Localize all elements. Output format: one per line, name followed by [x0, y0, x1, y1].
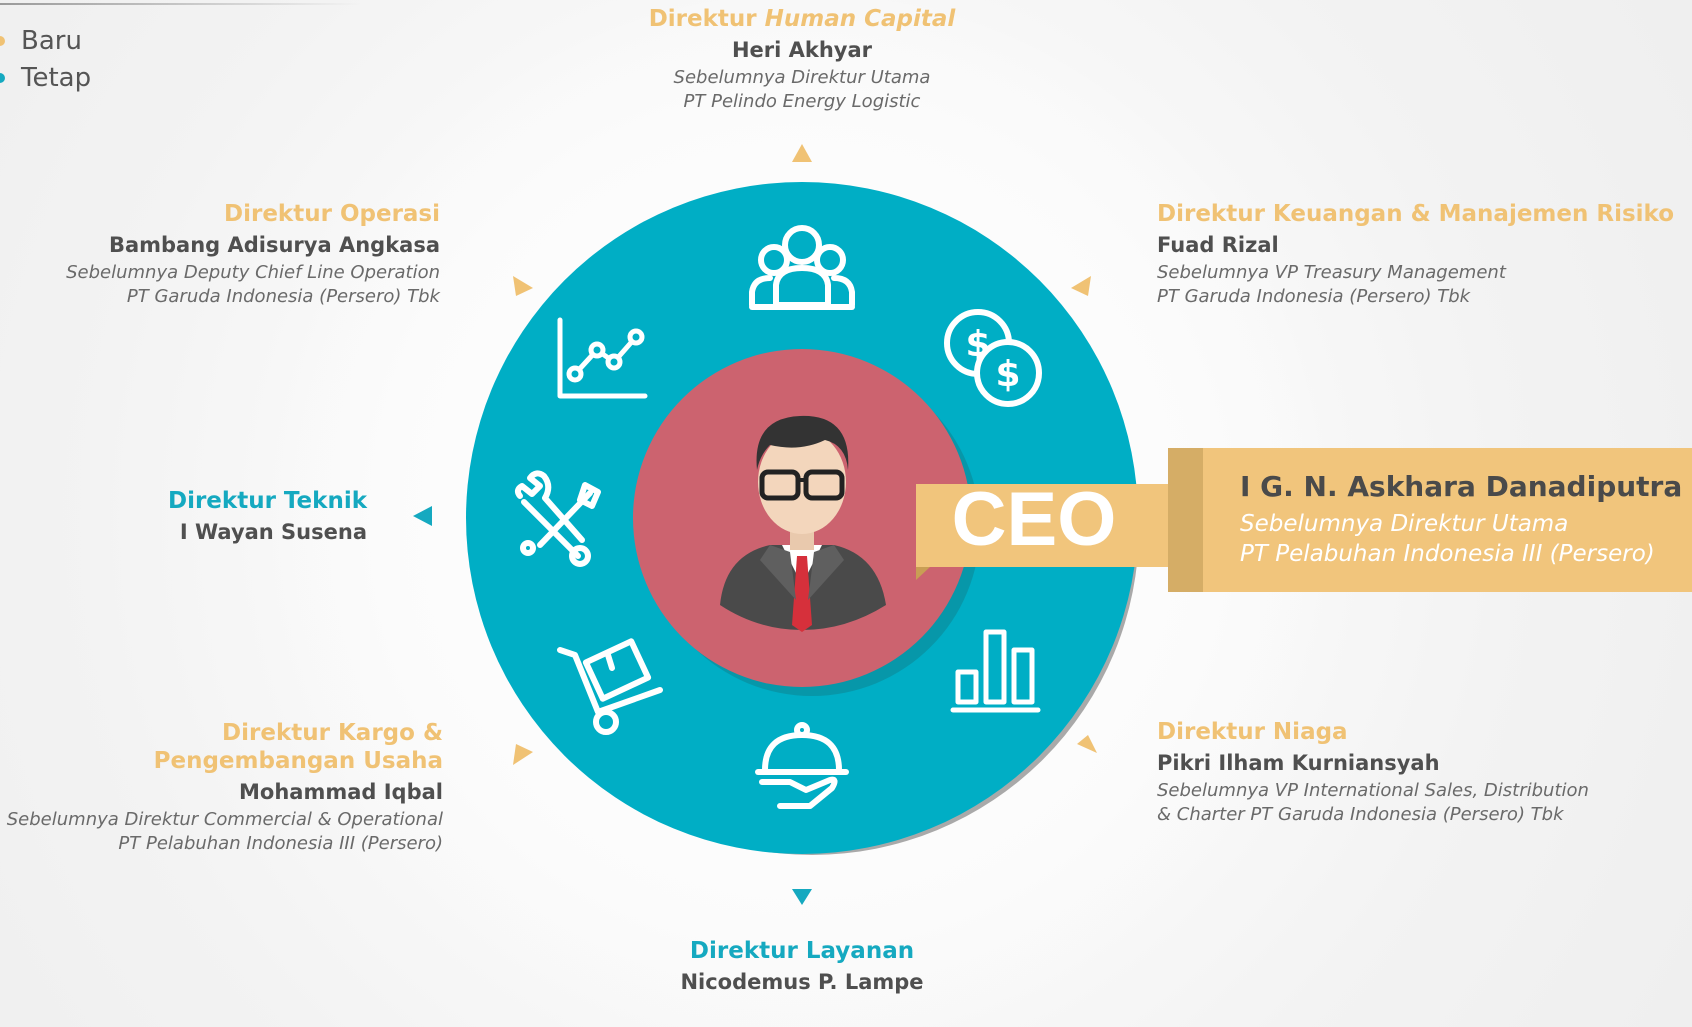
ceo-previous-1: Sebelumnya Direktur Utama: [1240, 511, 1569, 537]
ceo-previous-2: PT Pelabuhan Indonesia III (Persero): [1240, 541, 1655, 567]
director-title: Direktur Layanan: [689, 938, 915, 964]
legend-item-baru: Baru: [0, 26, 82, 56]
arrow-up-gold-icon: [792, 144, 812, 162]
bar-chart-icon: [950, 629, 1041, 713]
director-title: Direktur Human Capital: [612, 6, 992, 32]
director-name: Bambang Adisurya Angkasa: [108, 233, 440, 257]
director-previous-1: Sebelumnya Direktur Commercial & Operati…: [6, 809, 443, 830]
director-niaga: Direktur Niaga Pikri Ilham Kurniansyah S…: [1157, 719, 1677, 827]
legend-item-tetap: Tetap: [0, 63, 91, 93]
legend-dot-gold: [0, 36, 5, 46]
director-previous-2: PT Pelabuhan Indonesia III (Persero): [118, 833, 443, 854]
director-title: Direktur Niaga: [1157, 719, 1348, 745]
top-divider-line: [0, 3, 360, 5]
cargo-cart-icon: [557, 638, 663, 735]
svg-text:$: $: [995, 354, 1020, 395]
director-name: Heri Akhyar: [731, 38, 873, 62]
director-previous-1: Sebelumnya Deputy Chief Line Operation: [66, 262, 440, 283]
director-previous-1: Sebelumnya VP Treasury Management: [1157, 262, 1506, 283]
title-prefix: Direktur: [648, 6, 765, 32]
ceo-label: CEO: [952, 477, 1117, 562]
ceo-ribbon: [916, 448, 1692, 592]
legend-label: Baru: [21, 26, 82, 56]
legend-label: Tetap: [21, 63, 92, 93]
service-cloche-icon: [755, 722, 849, 809]
director-keuangan: Direktur Keuangan & Manajemen Risiko Fua…: [1157, 201, 1677, 309]
director-previous-2: PT Garuda Indonesia (Persero) Tbk: [1157, 286, 1471, 307]
director-title-line-2: Pengembangan Usaha: [153, 748, 443, 774]
director-name: Pikri Ilham Kurniansyah: [1157, 751, 1440, 775]
director-name: I Wayan Susena: [179, 520, 367, 544]
director-previous-2: PT Pelindo Energy Logistic: [683, 91, 921, 112]
director-previous-2: & Charter PT Garuda Indonesia (Persero) …: [1157, 804, 1564, 825]
director-title-line-1: Direktur Kargo &: [222, 720, 443, 746]
arrow-left-teal-icon: [413, 506, 432, 526]
director-name: Nicodemus P. Lampe: [680, 970, 924, 994]
director-teknik: Direktur Teknik I Wayan Susena: [120, 488, 367, 544]
tools-icon: [514, 470, 601, 567]
director-human-capital: Direktur Human Capital Heri Akhyar Sebel…: [612, 6, 992, 114]
ceo-details: I G. N. Askhara Danadiputra Sebelumnya D…: [1240, 470, 1685, 569]
director-kargo: Direktur Kargo & Pengembangan Usaha Moha…: [5, 720, 443, 856]
svg-text:$: $: [965, 324, 990, 365]
chart-line-icon: [557, 317, 648, 399]
arrow-downleft-gold-icon: [513, 744, 533, 765]
director-title: Direktur Keuangan & Manajemen Risiko: [1157, 201, 1675, 227]
director-title: Direktur Operasi: [224, 201, 440, 227]
arrow-downright-gold-icon: [1077, 735, 1097, 753]
director-previous-1: Sebelumnya Direktur Utama: [673, 67, 931, 88]
arrow-down-teal-icon: [792, 889, 812, 905]
title-emphasis: Human Capital: [764, 6, 956, 32]
director-name: Fuad Rizal: [1157, 233, 1279, 257]
people-group-icon: [749, 225, 855, 310]
ceo-name: I G. N. Askhara Danadiputra: [1240, 470, 1683, 503]
legend-dot-teal: [0, 73, 5, 83]
director-operasi: Direktur Operasi Bambang Adisurya Angkas…: [20, 201, 440, 309]
director-previous-1: Sebelumnya VP International Sales, Distr…: [1157, 780, 1589, 801]
director-title: Direktur Teknik: [167, 488, 367, 514]
director-layanan: Direktur Layanan Nicodemus P. Lampe: [612, 938, 992, 994]
arrow-upleft-gold-icon: [513, 276, 533, 296]
director-name: Mohammad Iqbal: [239, 780, 443, 804]
money-coins-icon: $ $: [944, 309, 1042, 407]
businessman-icon: [720, 415, 886, 632]
director-previous-2: PT Garuda Indonesia (Persero) Tbk: [126, 286, 440, 307]
arrow-upright-gold-icon: [1071, 276, 1091, 296]
